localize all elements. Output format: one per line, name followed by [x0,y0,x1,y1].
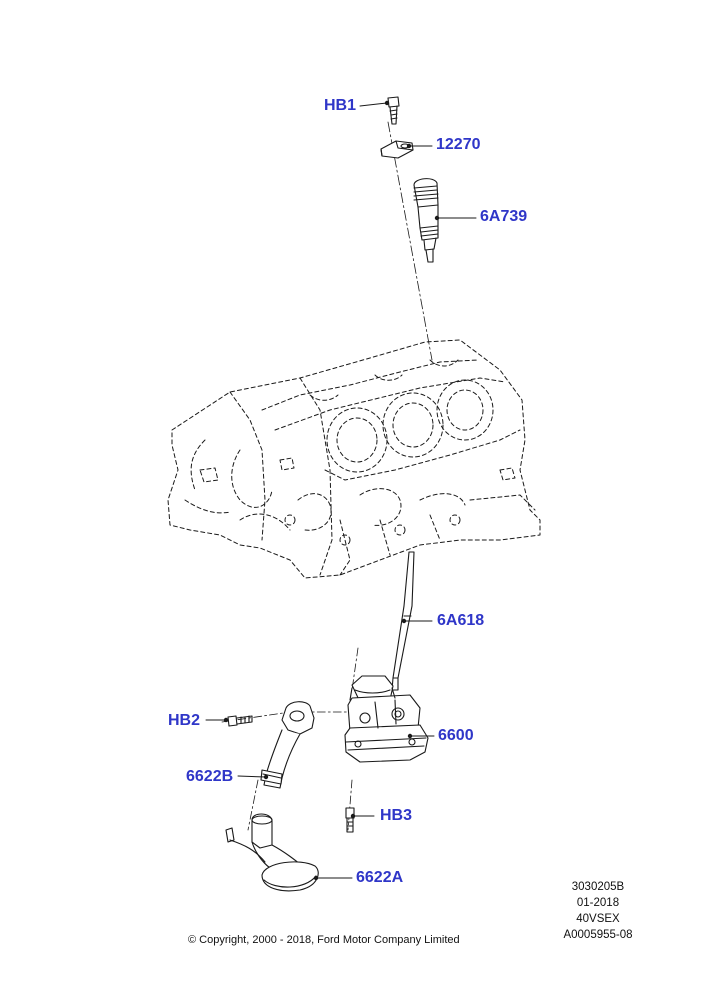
oil-pump-shaft-6a618 [391,551,415,691]
bolt-hb2 [227,715,253,727]
clamp-12270 [380,140,414,159]
metadata-line-2: 01-2018 [576,897,620,909]
oil-pump-drive-6a739 [413,178,439,263]
pickup-screen-6622a [225,813,319,892]
assembly-centerline [387,121,433,361]
oil-pump-6600 [344,675,429,763]
leader-dots [223,100,440,881]
callout-hb3[interactable]: HB3 [380,807,413,824]
callout-hb2[interactable]: HB2 [168,712,201,729]
engine-block-outline [167,339,541,579]
callout-hb1[interactable]: HB1 [324,97,357,114]
metadata-line-4: A0005955-08 [563,929,633,941]
leader-lines [205,102,477,879]
callout-6a618[interactable]: 6A618 [437,612,485,629]
pickup-tube-6622b [260,701,315,789]
metadata-line-1: 3030205B [571,881,625,893]
bolt-hb3 [345,807,355,833]
copyright-notice: © Copyright, 2000 - 2018, Ford Motor Com… [188,934,460,946]
callout-6600[interactable]: 6600 [438,727,474,744]
callout-6622a[interactable]: 6622A [356,869,404,886]
callout-6a739[interactable]: 6A739 [480,208,528,225]
document-metadata: 3030205B 01-2018 40VSEX A0005955-08 [556,879,640,943]
callout-6622b[interactable]: 6622B [186,768,234,785]
bolt-hb1 [387,96,400,125]
callout-12270[interactable]: 12270 [436,136,481,153]
metadata-line-3: 40VSEX [576,913,620,925]
